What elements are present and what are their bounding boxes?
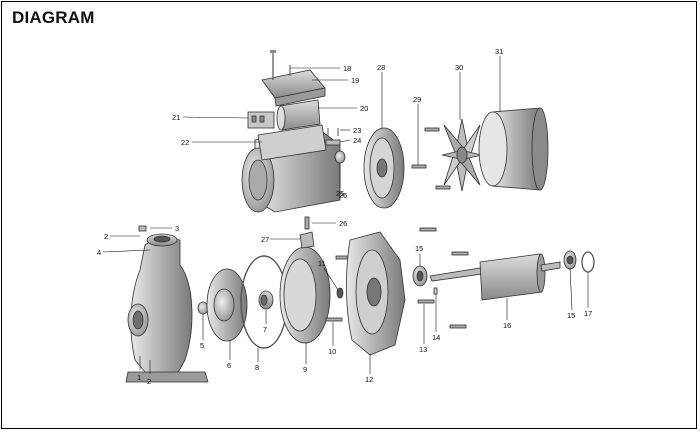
- callout-21: 21: [172, 113, 180, 122]
- diagram-title: DIAGRAM: [12, 8, 95, 27]
- callout-30: 30: [455, 63, 463, 72]
- callout-28: 28: [377, 63, 385, 72]
- callout-5: 5: [200, 341, 204, 350]
- part-7-hub: [258, 290, 274, 310]
- callout-12: 12: [365, 375, 373, 384]
- part-12-bracket: [346, 231, 406, 356]
- callout-2a: 2: [147, 377, 151, 386]
- parts-10-11-fasteners: [325, 255, 353, 322]
- callout-15a: 15: [415, 244, 423, 253]
- part-28-end-shield: [363, 127, 405, 209]
- callout-4: 4: [97, 248, 101, 257]
- callout-25: 25: [336, 189, 344, 198]
- callout-13: 13: [419, 345, 427, 354]
- part-27-clamp: [299, 231, 315, 249]
- callout-11: 11: [318, 259, 326, 268]
- callout-26b: 26: [339, 191, 347, 200]
- part-21-terminal: [247, 111, 275, 129]
- leader-lines: [102, 56, 589, 374]
- callout-22: 22: [181, 138, 189, 147]
- part-16-rotor-shaft: [429, 253, 561, 301]
- part-31-fan-cover: [478, 107, 549, 191]
- callout-10: 10: [328, 347, 336, 356]
- callout-26a: 26: [339, 219, 347, 228]
- callout-labels: 1 2 2 3 4 5 6 7 8 9 10 11 12 13 14 15 15…: [97, 47, 592, 386]
- part-30-fan: [441, 118, 483, 192]
- callout-8: 8: [255, 363, 259, 372]
- callout-3: 3: [175, 224, 179, 233]
- part-22-motor-housing: [241, 124, 341, 213]
- parts-23-24: [325, 128, 341, 146]
- part-15-bearings: [412, 250, 577, 287]
- callout-14: 14: [432, 333, 440, 342]
- part-29-screws: [411, 127, 451, 190]
- callout-7: 7: [263, 325, 267, 334]
- callout-15b: 15: [567, 311, 575, 320]
- part-5-sleeve: [197, 301, 209, 315]
- callout-20: 20: [360, 104, 368, 113]
- callout-24: 24: [353, 136, 361, 145]
- pump-casing: [125, 225, 209, 383]
- callout-27: 27: [261, 235, 269, 244]
- part-18-screw: [270, 50, 291, 80]
- part-19-cover: [261, 69, 326, 107]
- callout-16: 16: [503, 321, 511, 330]
- part-20-capacitor: [276, 99, 321, 131]
- callout-19: 19: [351, 76, 359, 85]
- callout-18: 18: [343, 64, 351, 73]
- callout-1: 1: [137, 373, 141, 382]
- callout-29: 29: [413, 95, 421, 104]
- parts-13-14: [417, 227, 469, 329]
- part-9-seal-plate: [279, 246, 331, 344]
- part-17-ring: [581, 251, 595, 273]
- callout-6: 6: [227, 361, 231, 370]
- callout-17: 17: [584, 309, 592, 318]
- part-6-impeller: [206, 268, 248, 342]
- callout-23: 23: [353, 126, 361, 135]
- callout-31: 31: [495, 47, 503, 56]
- part-26-screw: [304, 216, 310, 230]
- callout-9: 9: [303, 365, 307, 374]
- part-25-grommet: [334, 150, 346, 164]
- callout-2b: 2: [104, 232, 108, 241]
